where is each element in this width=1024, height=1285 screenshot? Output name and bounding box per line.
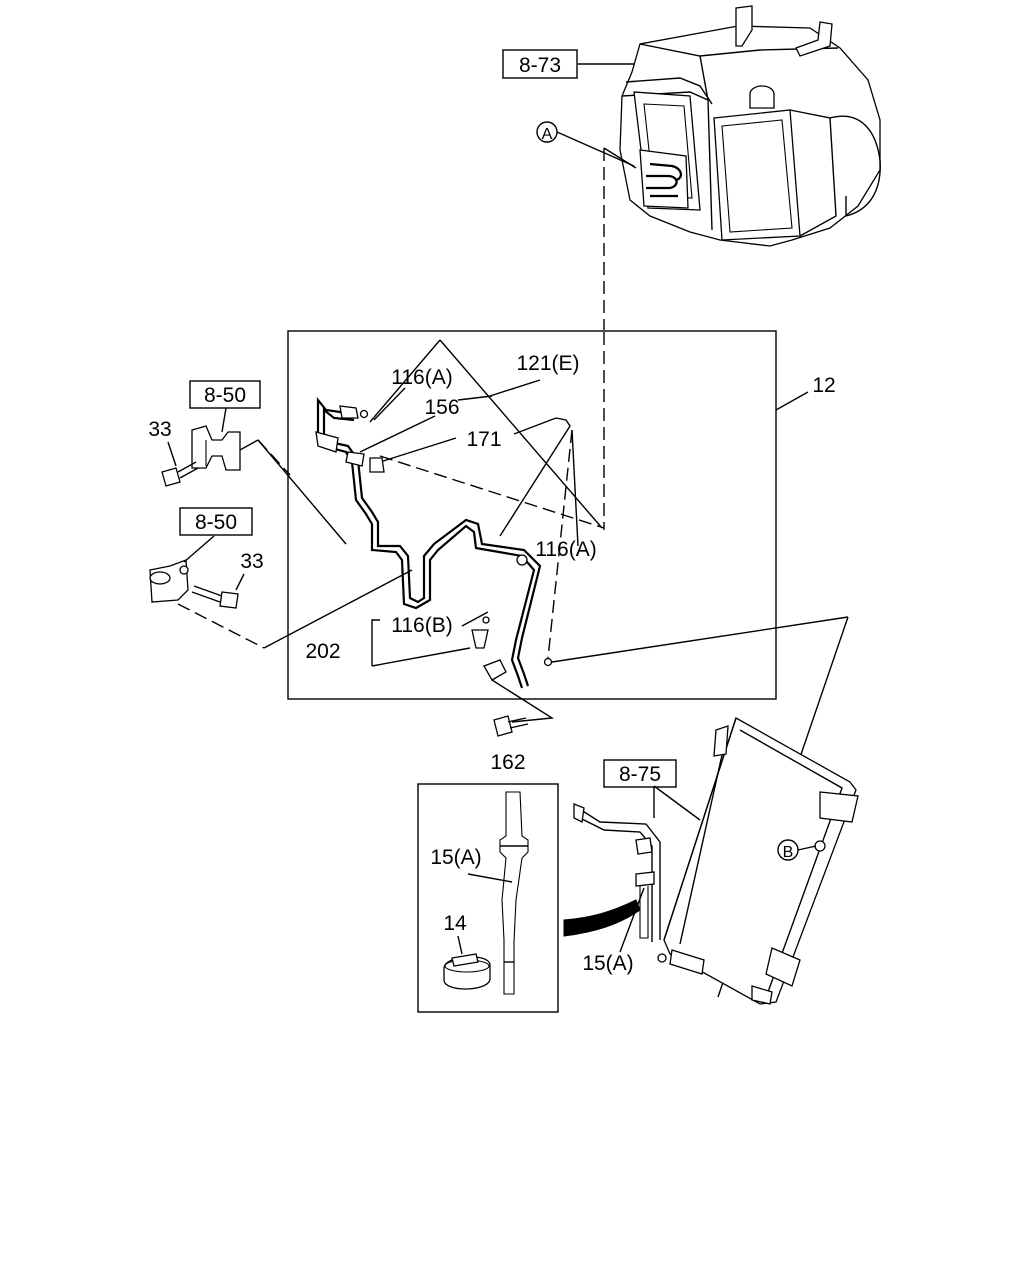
svg-text:8-50: 8-50 xyxy=(195,511,237,534)
leader-8-50-bottom xyxy=(183,535,215,563)
callout-8-50-bottom: 8-50 xyxy=(179,507,253,536)
label-33-top: 33 xyxy=(148,418,171,441)
label-12: 12 xyxy=(812,374,835,397)
inset-box xyxy=(417,783,559,1013)
svg-text:B: B xyxy=(783,844,794,861)
bolt-162 xyxy=(493,715,529,737)
label-162: 162 xyxy=(490,751,525,774)
label-116b: 116(B) xyxy=(391,614,452,637)
bracket-top xyxy=(191,425,241,471)
label-116a-top: 116(A) xyxy=(391,366,452,389)
label-14: 14 xyxy=(443,912,467,935)
svg-text:8-75: 8-75 xyxy=(619,763,661,786)
label-121e: 121(E) xyxy=(516,352,579,375)
kit-frame xyxy=(287,330,777,700)
callout-8-75: 8-75 xyxy=(603,759,677,788)
leader-15a-right xyxy=(619,887,645,953)
pointer-arrow xyxy=(563,899,641,937)
svg-text:8-50: 8-50 xyxy=(204,384,246,407)
marker-a: A xyxy=(536,121,558,143)
leader-33-top xyxy=(167,441,177,467)
marker-b: B xyxy=(777,839,817,861)
label-15a-right: 15(A) xyxy=(582,952,633,975)
callout-8-73: 8-73 xyxy=(502,49,578,79)
leader-33-bottom xyxy=(235,573,245,591)
label-202: 202 xyxy=(305,640,340,663)
label-156: 156 xyxy=(424,396,459,419)
condenser xyxy=(573,717,859,1005)
bolt-33-bottom xyxy=(191,585,239,609)
label-171: 171 xyxy=(466,428,501,451)
label-15a-left: 15(A) xyxy=(430,846,481,869)
svg-text:A: A xyxy=(542,126,553,143)
svg-text:8-73: 8-73 xyxy=(519,54,561,77)
leader-8-50-top xyxy=(221,407,227,433)
callout-8-50-top: 8-50 xyxy=(189,380,261,409)
bolt-33-top xyxy=(161,461,199,487)
label-33-bottom: 33 xyxy=(240,550,263,573)
label-116a-mid: 116(A) xyxy=(535,538,596,561)
bracket-bottom xyxy=(149,559,189,603)
leader-lines xyxy=(177,63,849,998)
pipe-assembly xyxy=(315,396,553,689)
evaporator-unit xyxy=(619,5,881,247)
